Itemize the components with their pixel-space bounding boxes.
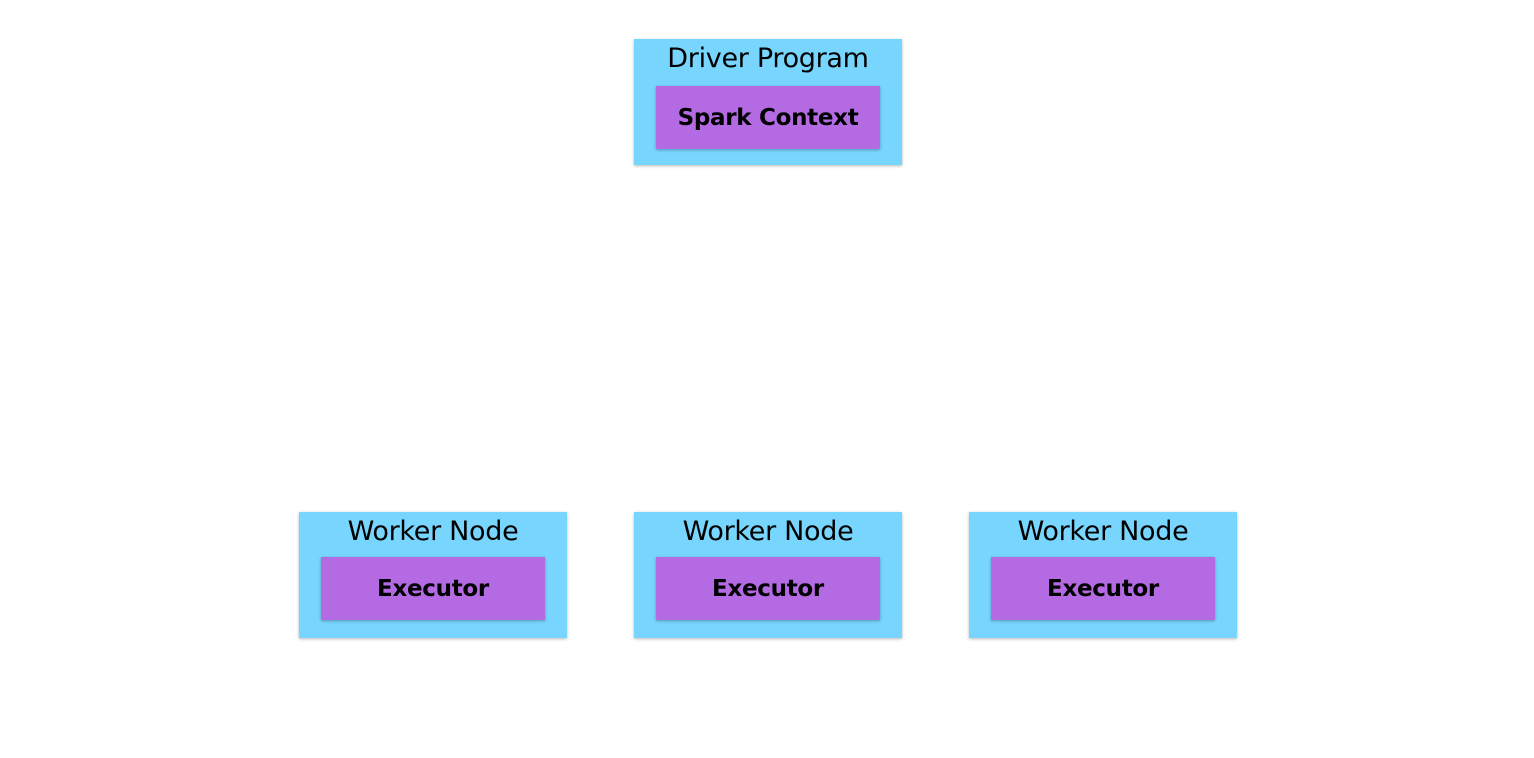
executor-label: Executor [712, 575, 824, 602]
worker-node-title: Worker Node [1017, 516, 1189, 547]
worker-node-box: Worker Node Executor [969, 512, 1237, 638]
driver-program-box: Driver Program Spark Context [634, 39, 902, 165]
executor-label: Executor [1047, 575, 1159, 602]
worker-node-box: Worker Node Executor [634, 512, 902, 638]
executor-box: Executor [991, 557, 1215, 620]
spark-context-label: Spark Context [677, 104, 859, 131]
executor-label: Executor [377, 575, 489, 602]
executor-box: Executor [656, 557, 880, 620]
worker-node-box: Worker Node Executor [299, 512, 567, 638]
executor-box: Executor [321, 557, 545, 620]
spark-context-box: Spark Context [656, 86, 880, 149]
worker-node-title: Worker Node [682, 516, 854, 547]
worker-node-title: Worker Node [347, 516, 519, 547]
driver-program-title: Driver Program [667, 43, 869, 74]
